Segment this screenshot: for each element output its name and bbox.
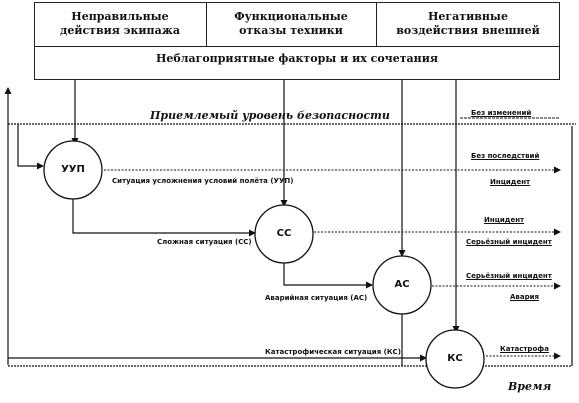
node-ss-label: СС (276, 228, 292, 239)
node-ks-label: КС (447, 353, 463, 364)
outcome-accident: Авария (510, 293, 539, 301)
return-arrow-uup (17, 124, 44, 170)
factors-block (34, 2, 560, 80)
outcome-incident-1: Инцидент (490, 178, 531, 186)
node-ss (254, 204, 314, 264)
node-as-label: АС (394, 279, 410, 290)
node-uup (43, 140, 103, 200)
outcome-serious-incident-2: Серьёзный инцидент (466, 272, 552, 280)
arrow-uup-to-ss (72, 198, 256, 237)
outcome-no-changes: Без изменений (471, 109, 532, 117)
node-uup-label: УУП (61, 164, 85, 175)
situation-ks-label: Катастрофическая ситуация (КС) (265, 348, 401, 356)
outcome-serious-incident-1: Серьёзный инцидент (466, 238, 552, 246)
situation-uup-label: Ситуация усложнения условий полёта (УУП) (112, 177, 294, 185)
node-ks (425, 329, 485, 389)
node-as (372, 255, 432, 315)
time-axis-label: Время (508, 380, 552, 393)
outcome-no-consequences: Без последствий (471, 152, 540, 160)
outcome-catastrophe: Катастрофа (500, 345, 549, 353)
safety-level-label: Приемлемый уровень безопасности (150, 109, 390, 122)
situation-as-label: Аварийная ситуация (АС) (265, 294, 368, 302)
factors-title: Неблагоприятные факторы и их сочетания (155, 51, 439, 65)
situation-ss-label: Сложная ситуация (СС) (157, 238, 252, 246)
outcome-incident-2: Инцидент (484, 216, 525, 224)
arrow-ss-to-as (283, 262, 373, 289)
